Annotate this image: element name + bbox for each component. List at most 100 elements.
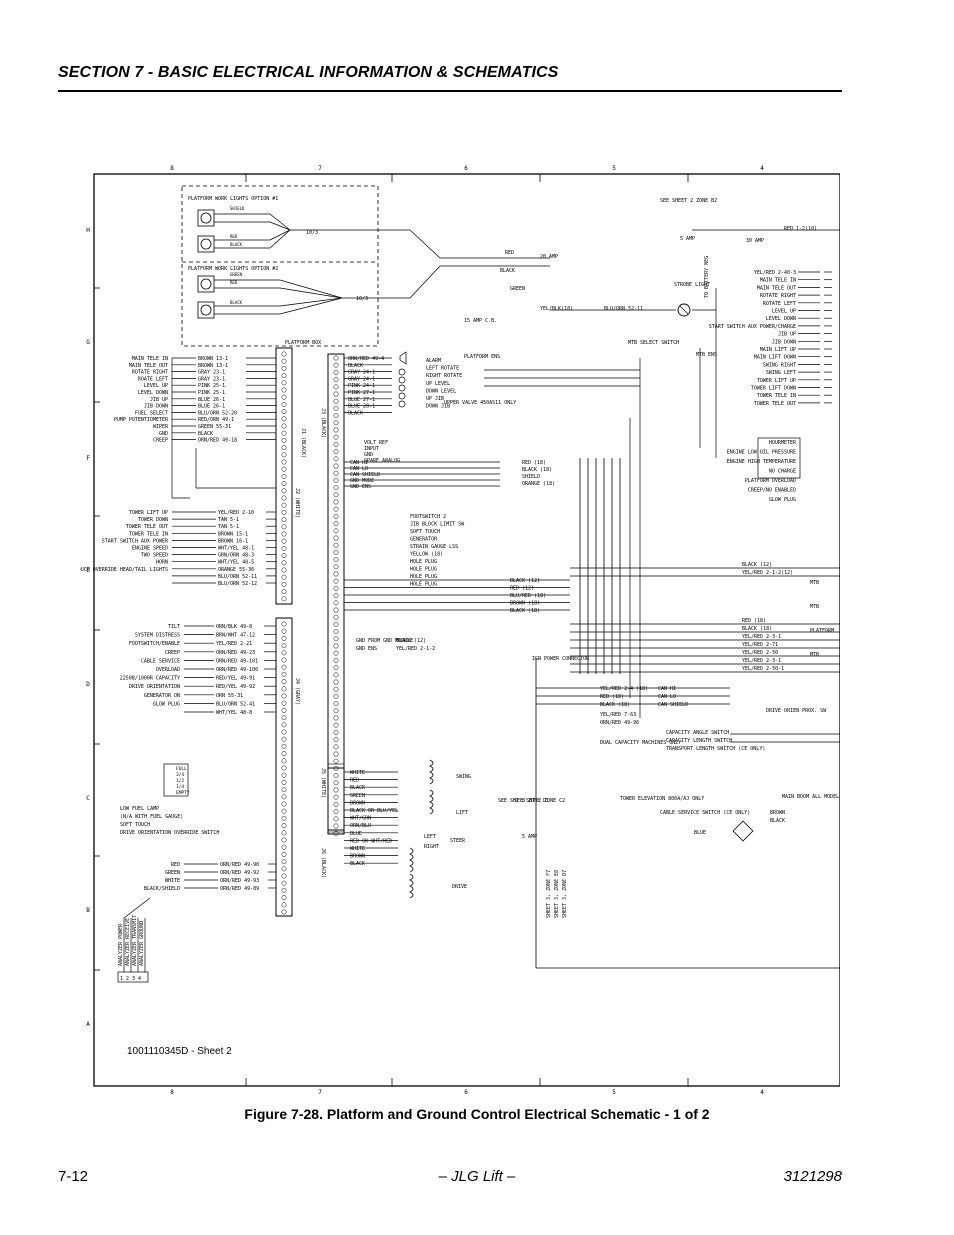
fuel-gauge-level: 3/4 <box>176 772 184 778</box>
pin <box>281 531 287 537</box>
wire-label: YEL/RED 2-10 <box>218 510 254 516</box>
pin <box>281 437 287 443</box>
pin <box>281 495 287 501</box>
fuel-gauge-level: FULL <box>176 766 187 772</box>
row-label: D <box>86 681 90 688</box>
mid-label: STRAIN GAUGE LSS <box>410 544 458 550</box>
bus-right-label: MTB <box>810 580 819 586</box>
right-panel-label: MAIN TELE IN <box>760 278 796 284</box>
function-label: GENERATOR ON <box>144 693 180 699</box>
wire-label: PINK 25-1 <box>198 390 225 396</box>
connector-j3-strip <box>327 353 345 835</box>
pin <box>333 377 339 383</box>
pin <box>333 413 339 419</box>
top-label: BLACK <box>500 268 515 274</box>
pin <box>333 679 339 685</box>
wire-label: BROWN 16-1 <box>218 538 248 544</box>
pin <box>281 445 287 451</box>
pin <box>333 585 339 591</box>
bus-wire-label: YEL/RED 2-71 <box>742 642 778 648</box>
pin <box>281 700 287 706</box>
wire-label: WHT/YEL 48-8 <box>216 710 252 716</box>
lower-right-label: CAN SHIELD <box>658 702 688 708</box>
pin <box>333 773 339 779</box>
function-label: ENGINE SPEED <box>132 546 168 552</box>
coil-winding-icon <box>429 789 434 815</box>
wire-label: BLU/ORN 52-41 <box>216 701 255 707</box>
pin <box>281 736 287 742</box>
lower-right-label: TRANSPORT LENGTH SWITCH (CE ONLY) <box>666 746 765 752</box>
function-label: PUMP POTENTIOMETER <box>114 417 169 423</box>
drive-label: LEFT <box>424 834 436 840</box>
function-label: DRIVE ORIENTATION OVERRIDE SWITCH <box>120 830 219 836</box>
drive-label: LIFT <box>456 810 468 816</box>
pin <box>333 801 339 807</box>
function-label: JIB UP <box>150 397 168 403</box>
right-panel-label: LEVEL UP <box>772 309 796 315</box>
pin <box>333 549 339 555</box>
function-label: ROTATE RIGHT <box>132 370 168 376</box>
function-label: CREEP <box>165 650 180 656</box>
right-panel-label: SWING RIGHT <box>763 362 796 368</box>
pin <box>281 365 287 371</box>
pin <box>281 751 287 757</box>
wire-label: TAN 5-1 <box>218 524 239 530</box>
pin <box>333 629 339 635</box>
pin <box>281 628 287 634</box>
pin <box>333 701 339 707</box>
drive-wire-label: BLACK <box>350 861 365 867</box>
pin <box>281 743 287 749</box>
drive-wire-label: BROWN <box>350 800 365 806</box>
platform-box-label: PLATFORM BOX <box>285 340 321 346</box>
bus-wire-label: YEL/RED 2-3-1 <box>742 634 781 640</box>
mid-color-label: BROWN (18) <box>510 601 540 607</box>
pin <box>333 564 339 570</box>
right-panel-label: MAIN LIFT DOWN <box>754 355 796 361</box>
pin <box>281 873 287 879</box>
gnd-module-label: BLACK (12) <box>396 638 426 644</box>
hourmeter-label: HOURMETER <box>769 440 797 446</box>
wl-wire-10-3-b: 10/3 <box>356 296 368 302</box>
pin <box>281 473 287 479</box>
pin <box>281 481 287 487</box>
drive-wire-label: BLACK <box>350 785 365 791</box>
bus-right-label: MTB <box>810 652 819 658</box>
pin <box>333 621 339 627</box>
right-panel-label: MAIN LIFT UP <box>760 347 796 353</box>
hourmeter-label: ENGINE HIGH TEMPERATURE <box>727 459 796 465</box>
fuel-gauge-box <box>163 763 189 797</box>
analyzer-label: ANALYZER RECEIVE <box>125 918 131 966</box>
function-label: CABLE SERVICE <box>141 658 180 664</box>
cable-service-switch-icon <box>732 820 754 842</box>
lower-right-label: TOWER ELEVATION 800A/AJ ONLY <box>620 796 704 802</box>
pin <box>281 589 287 595</box>
zone-ref-label: SHEET 3, ZONE F7 <box>546 870 552 918</box>
pin <box>333 672 339 678</box>
pin <box>281 574 287 580</box>
drive-wire-label: ORN/BLU <box>350 823 371 829</box>
mid-label: HOLE PLUG <box>410 559 437 565</box>
top-label: 15 AMP C.B. <box>464 318 497 324</box>
wire-label: BLACK <box>198 431 213 437</box>
function-label: LEVEL DOWN <box>138 390 168 396</box>
work-light-bulb-icon <box>200 238 212 250</box>
pin <box>333 513 339 519</box>
coil-icon <box>398 368 406 376</box>
pin <box>281 664 287 670</box>
pin <box>333 571 339 577</box>
right-panel-label: TOWER LIFT DOWN <box>751 386 796 392</box>
spare-analog-label: SPARE ANALOG <box>364 458 400 464</box>
spare-analog-label: INPUT <box>364 446 379 452</box>
zone-ref-label: SEE SHT 2 ZONE C2 <box>514 798 565 804</box>
pin <box>333 434 339 440</box>
work-light-bulb-icon <box>200 304 212 316</box>
spare-analog-label: VOLT REF <box>364 440 388 446</box>
function-label: TOWER DOWN <box>138 517 168 523</box>
lower-right-label: CAPACITY ANGLE SWITCH <box>666 730 729 736</box>
drive-wire-label: WHT/GRN <box>350 816 371 822</box>
pin <box>333 607 339 613</box>
pin <box>333 391 339 397</box>
pin <box>281 679 287 685</box>
drive-label: STEER <box>450 838 466 844</box>
mid-label: HOLE PLUG <box>410 567 437 573</box>
